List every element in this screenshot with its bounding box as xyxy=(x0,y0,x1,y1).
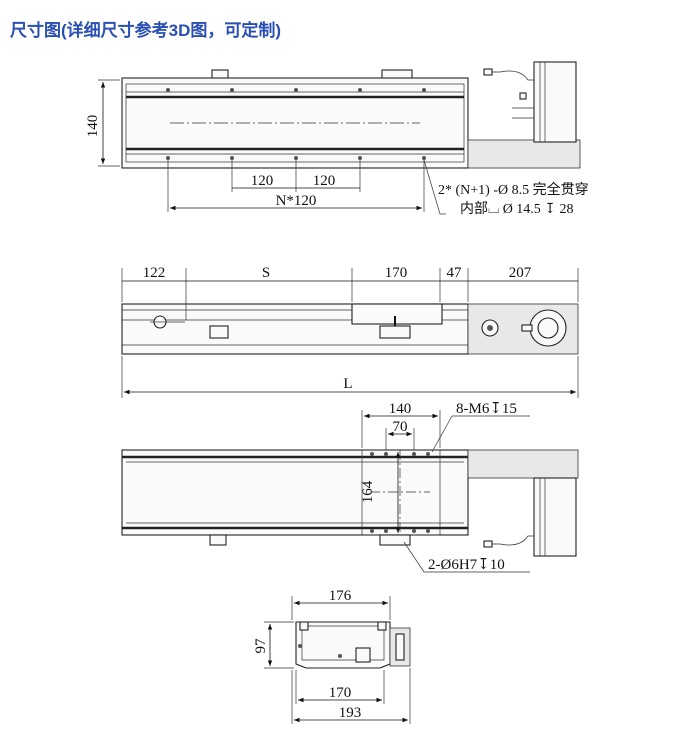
hole-note-line1: 2* (N+1) -Ø 8.5 完全贯穿 xyxy=(438,181,589,198)
dim-70: 70 xyxy=(393,419,408,435)
dim-97: 97 xyxy=(253,638,269,654)
rail-profile xyxy=(295,621,391,669)
end-view: 176 97 170 193 xyxy=(253,588,411,724)
dim-170-end: 170 xyxy=(329,685,352,701)
dim-170: 170 xyxy=(385,265,408,281)
thread-note: 8-M6↧15 xyxy=(456,401,517,417)
dim-207: 207 xyxy=(509,265,532,281)
dim-122: 122 xyxy=(143,265,166,281)
dim-120-left: 120 xyxy=(251,173,274,189)
dim-47: 47 xyxy=(447,265,463,281)
rail-body-bottom xyxy=(121,449,469,536)
bottom-view: 140 70 8-M6↧15 164 2-Ø6H7↧10 xyxy=(121,401,579,573)
pin-note: 2-Ø6H7↧10 xyxy=(428,557,505,573)
front-view: 122 S 170 47 207 L xyxy=(121,265,579,398)
dim-140-height: 140 xyxy=(85,115,101,138)
hole-note-line2: 内部⌴ Ø 14.5 ↧ 28 xyxy=(460,201,574,217)
dim-140-bottom: 140 xyxy=(389,401,412,417)
dim-176: 176 xyxy=(329,588,352,604)
dim-n120: N*120 xyxy=(276,193,317,209)
dim-164: 164 xyxy=(360,480,376,503)
dim-193: 193 xyxy=(339,705,362,721)
dim-120-right: 120 xyxy=(313,173,336,189)
top-view: 140 120 120 N*120 2* (N+1) -Ø 8.5 完全贯穿 内… xyxy=(85,61,589,217)
page-title: 尺寸图(详细尺寸参考3D图，可定制) xyxy=(10,21,282,40)
dim-s: S xyxy=(262,265,270,281)
dim-l: L xyxy=(343,376,352,392)
